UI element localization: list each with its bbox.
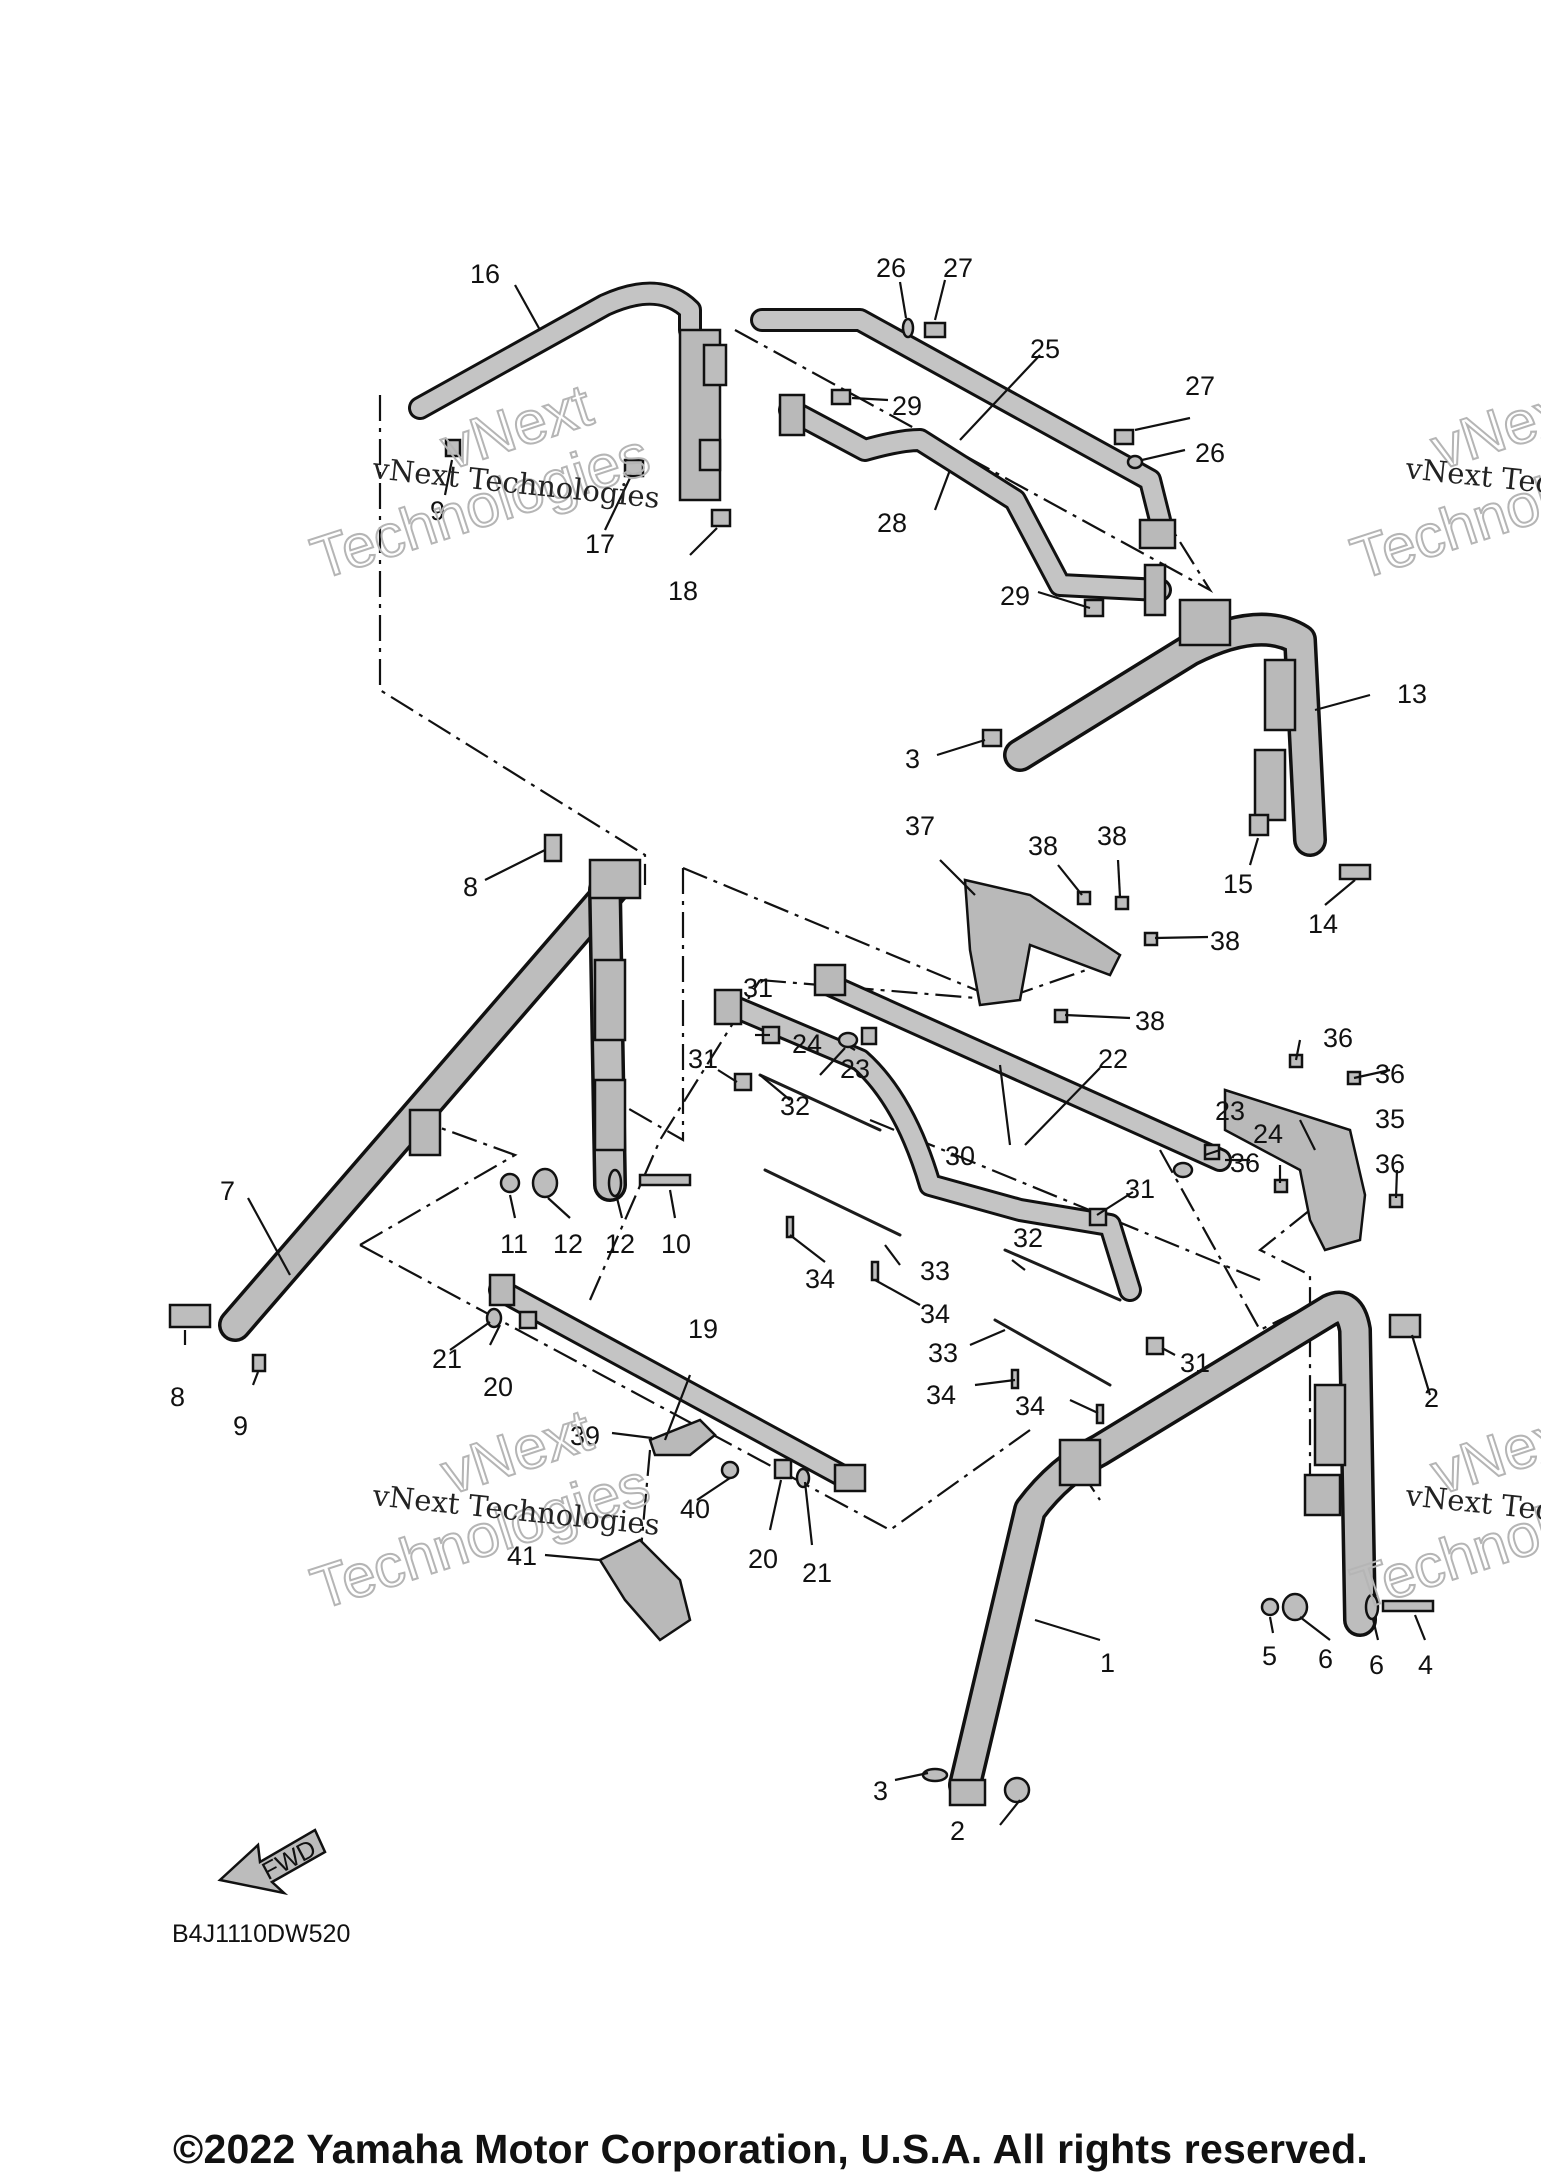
callout-34: 34 — [805, 1264, 835, 1294]
part-1-front-hoop — [948, 1290, 1377, 1807]
callout-21: 21 — [432, 1344, 462, 1374]
callout-4: 4 — [1418, 1650, 1433, 1680]
callout-1: 1 — [1100, 1648, 1115, 1678]
callout-17: 17 — [585, 529, 615, 559]
callout-29: 29 — [1000, 581, 1030, 611]
callout-5: 5 — [1262, 1641, 1277, 1671]
callout-30: 30 — [945, 1141, 975, 1171]
callout-29: 29 — [892, 391, 922, 421]
callout-36: 36 — [1230, 1148, 1260, 1178]
callout-28: 28 — [877, 508, 907, 538]
callout-31: 31 — [1125, 1174, 1155, 1204]
part-35-right-panel — [1223, 1088, 1367, 1252]
callout-2: 2 — [950, 1816, 965, 1846]
callout-24: 24 — [1253, 1119, 1283, 1149]
callout-15: 15 — [1223, 869, 1253, 899]
callout-21: 21 — [802, 1558, 832, 1588]
fwd-label: FWD — [258, 1834, 321, 1885]
callout-41: 41 — [507, 1541, 537, 1571]
callout-32: 32 — [780, 1091, 810, 1121]
callout-22: 22 — [1098, 1044, 1128, 1074]
callout-38: 38 — [1135, 1006, 1165, 1036]
callout-12: 12 — [553, 1229, 583, 1259]
callout-11: 11 — [500, 1229, 528, 1259]
callout-2: 2 — [1424, 1383, 1439, 1413]
callout-8: 8 — [170, 1382, 185, 1412]
copyright-notice: ©2022 Yamaha Motor Corporation, U.S.A. A… — [173, 2126, 1368, 2172]
callout-labels: 1 2 2 3 3 4 5 6 6 7 8 8 9 9 10 11 12 12 … — [170, 253, 1439, 1846]
part-39-bracket — [648, 1418, 717, 1457]
part-32-33-strips — [758, 1073, 1122, 1387]
callout-16: 16 — [470, 259, 500, 289]
callout-38: 38 — [1097, 821, 1127, 851]
callout-20: 20 — [748, 1544, 778, 1574]
callout-31: 31 — [743, 973, 773, 1003]
callout-34: 34 — [1015, 1391, 1045, 1421]
part-25-upper-rear-bar — [750, 308, 1177, 550]
callout-23: 23 — [840, 1054, 870, 1084]
callout-26: 26 — [1195, 438, 1225, 468]
part-41-mirror — [598, 1538, 692, 1642]
leader-lines — [183, 279, 1432, 1826]
callout-31: 31 — [688, 1044, 718, 1074]
callout-34: 34 — [926, 1380, 956, 1410]
callout-14: 14 — [1308, 909, 1338, 939]
part-30-center-brace — [713, 988, 1142, 1302]
fwd-arrow-icon: FWD — [217, 1828, 327, 1896]
callout-27: 27 — [1185, 371, 1215, 401]
callout-26: 26 — [876, 253, 906, 283]
callout-9: 9 — [233, 1411, 248, 1441]
callout-25: 25 — [1030, 334, 1060, 364]
callout-32: 32 — [1013, 1223, 1043, 1253]
callout-8: 8 — [463, 872, 478, 902]
callout-19: 19 — [688, 1314, 718, 1344]
callout-13: 13 — [1397, 679, 1427, 709]
callout-20: 20 — [483, 1372, 513, 1402]
callout-37: 37 — [905, 811, 935, 841]
callout-9: 9 — [430, 496, 445, 526]
callout-35: 35 — [1375, 1104, 1405, 1134]
callout-6: 6 — [1369, 1650, 1384, 1680]
callout-7: 7 — [220, 1176, 235, 1206]
callout-38: 38 — [1028, 831, 1058, 861]
part-37-rear-bracket — [963, 878, 1122, 1007]
part-19-lower-crossbar — [488, 1273, 867, 1493]
part-13-rear-hoop — [1003, 598, 1327, 857]
callout-39: 39 — [570, 1421, 600, 1451]
callout-12: 12 — [605, 1229, 635, 1259]
callout-27: 27 — [943, 253, 973, 283]
part-28-rear-brace — [778, 393, 1172, 617]
callout-36: 36 — [1375, 1059, 1405, 1089]
callout-10: 10 — [661, 1229, 691, 1259]
part-7-front-pillar — [218, 858, 642, 1342]
diagram-code: B4J1110DW520 — [172, 1920, 350, 1948]
callout-36: 36 — [1323, 1023, 1353, 1053]
part-22-center-tube — [813, 963, 1232, 1172]
callout-40: 40 — [680, 1494, 710, 1524]
callout-31: 31 — [1180, 1348, 1210, 1378]
callout-33: 33 — [928, 1338, 958, 1368]
callout-38: 38 — [1210, 926, 1240, 956]
callout-18: 18 — [668, 576, 698, 606]
callout-33: 33 — [920, 1256, 950, 1286]
part-16-upper-left-bar — [408, 281, 728, 502]
callout-36: 36 — [1375, 1149, 1405, 1179]
callout-24: 24 — [792, 1029, 822, 1059]
callout-3: 3 — [905, 744, 920, 774]
callout-6: 6 — [1318, 1644, 1333, 1674]
callout-3: 3 — [873, 1776, 888, 1806]
callout-34: 34 — [920, 1299, 950, 1329]
callout-23: 23 — [1215, 1096, 1245, 1126]
